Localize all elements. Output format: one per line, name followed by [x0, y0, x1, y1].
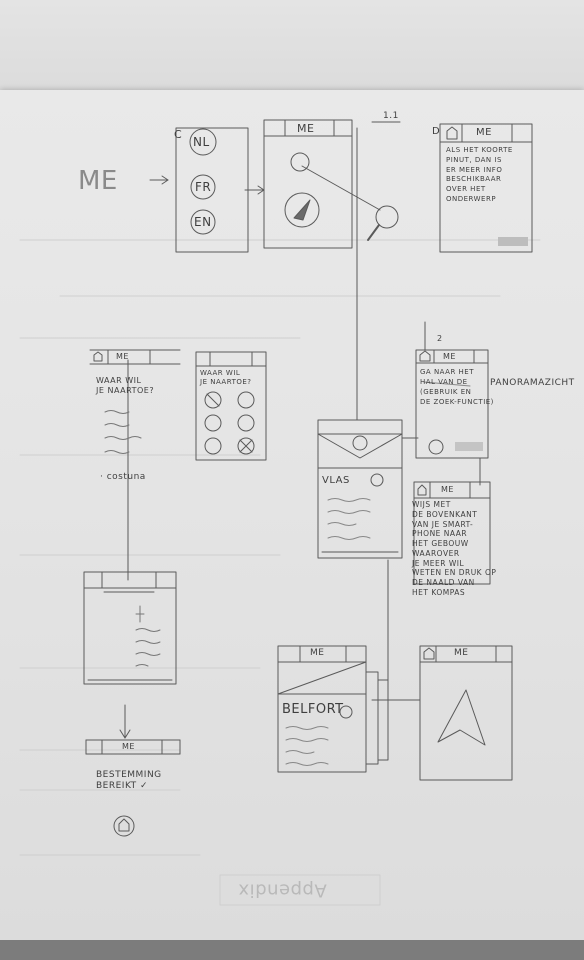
screen-info — [439, 123, 533, 253]
screen-arrow — [419, 645, 513, 781]
screen-where-to — [89, 349, 181, 454]
me-title: ME — [78, 166, 118, 196]
mirror-footer-text: Appendix — [238, 879, 327, 901]
screen-destination — [85, 739, 181, 837]
lang-nl-button[interactable]: NL — [193, 135, 210, 149]
info-bar-title: ME — [476, 127, 492, 138]
screen-hint — [413, 481, 491, 585]
compass-bar-title: ME — [297, 122, 315, 135]
arrow-bar-title: ME — [454, 648, 469, 658]
pano-text: GA NAAR HET HAL VAN DE (GEBRUIK EN DE ZO… — [420, 368, 494, 407]
screen-panorama — [415, 349, 489, 459]
where-to-question: WAAR WIL JE NAARTOE? — [96, 376, 155, 395]
step-d-label: D — [432, 126, 441, 137]
faint-ruled-lines — [19, 239, 541, 856]
step-c-label: C — [174, 128, 183, 141]
belfort-bar-title: ME — [310, 648, 325, 658]
flow-lines — [119, 127, 481, 739]
sketch-paper — [0, 90, 584, 950]
note-2: 2 — [437, 334, 443, 343]
screen-flag — [317, 419, 403, 559]
note-11: 1.1 — [383, 111, 399, 121]
hint-text: WIJS MET DE BOVENKANT VAN JE SMART- PHON… — [412, 500, 497, 597]
table-edge — [0, 940, 584, 960]
where-to-bar-title: ME — [116, 352, 129, 361]
screen-progress — [83, 571, 177, 685]
info-text: ALS HET KOORTE PINUT, DAN IS ER MEER INF… — [446, 146, 513, 203]
belfort-title: BELFORT — [282, 702, 344, 717]
flag-name: VLAS — [322, 475, 350, 486]
hint-bar-title: ME — [441, 485, 454, 494]
panorama-label: PANORAMAZICHT — [490, 378, 575, 388]
categories-question: WAAR WIL JE NAARTOE? — [200, 369, 252, 386]
screen-belfort — [277, 645, 389, 773]
lang-en-button[interactable]: EN — [194, 215, 212, 229]
screen-compass — [263, 119, 401, 249]
lang-fr-button[interactable]: FR — [195, 180, 212, 194]
pano-bar-title: ME — [443, 352, 456, 361]
dest-text: BESTEMMING BEREIKT ✓ — [96, 770, 162, 792]
where-to-item[interactable]: · costuna — [100, 472, 146, 482]
screen-categories — [195, 351, 267, 461]
screen-language — [175, 127, 249, 253]
dest-bar-title: ME — [122, 742, 135, 751]
